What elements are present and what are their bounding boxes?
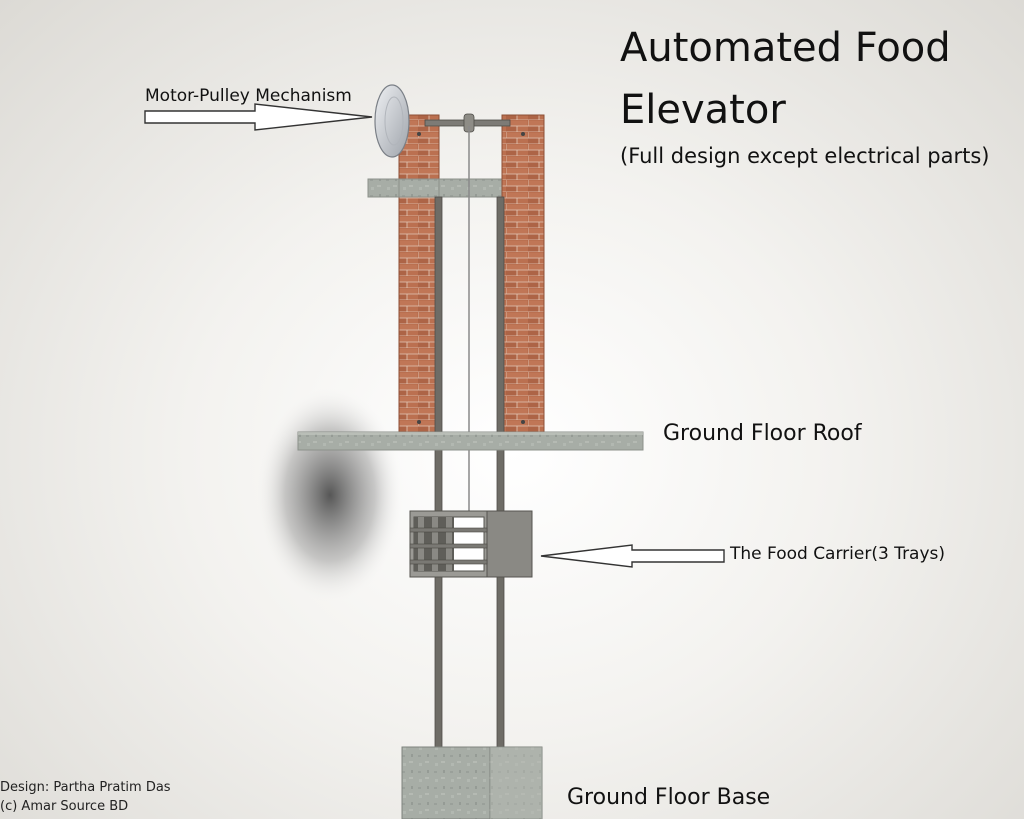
- copyright-credit: (c) Amar Source BD: [0, 799, 129, 814]
- tray-1: [409, 527, 488, 533]
- motor-pulley-label: Motor-Pulley Mechanism: [145, 86, 352, 106]
- subtitle: (Full design except electrical parts): [620, 144, 990, 168]
- food-carrier-label: The Food Carrier(3 Trays): [730, 544, 946, 564]
- food-carrier: [409, 510, 533, 578]
- pulley-shaft: [424, 113, 511, 133]
- brick-pillar-right: [501, 114, 545, 433]
- tray-3: [409, 559, 488, 565]
- ground-floor-base-block: [401, 746, 543, 819]
- ground-floor-base-label: Ground Floor Base: [567, 785, 771, 810]
- design-credit: Design: Partha Pratim Das: [0, 780, 171, 795]
- guide-rail-right: [496, 196, 505, 748]
- title-line-1: Automated Food: [620, 25, 951, 71]
- soft-shadow: [255, 385, 405, 605]
- brick-pillar-left: [398, 114, 440, 433]
- ground-floor-roof-slab: [297, 431, 644, 451]
- guide-rail-left: [434, 196, 443, 748]
- food-carrier-arrow: [540, 544, 725, 568]
- motor-pulley-arrow: [144, 103, 373, 131]
- motor-pulley: [374, 84, 410, 158]
- ground-floor-roof-label: Ground Floor Roof: [663, 421, 862, 446]
- title-line-2: Elevator: [620, 87, 786, 133]
- tray-2: [409, 543, 488, 549]
